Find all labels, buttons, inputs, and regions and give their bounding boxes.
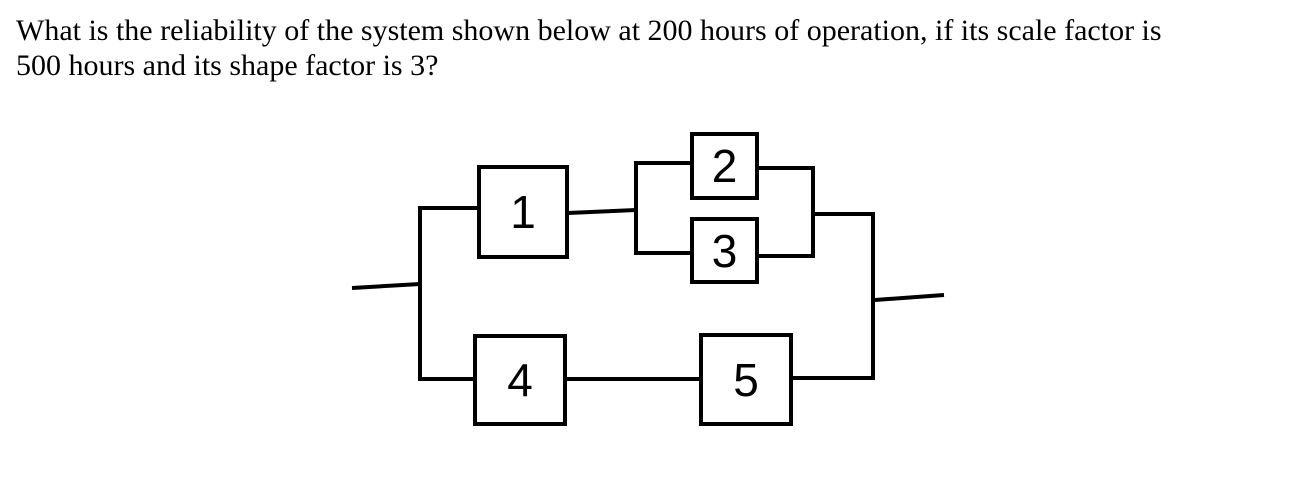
- component-block-2-label: 2: [711, 140, 738, 192]
- component-block-1: 1: [477, 165, 569, 259]
- component-block-1-label: 1: [510, 186, 536, 238]
- block1-to-inner-split-line: [567, 208, 638, 215]
- output-lead-line: [874, 293, 945, 302]
- component-block-4: 4: [473, 334, 567, 426]
- input-lead-line: [351, 282, 421, 290]
- component-block-3-label: 3: [711, 224, 738, 277]
- component-block-3: 3: [690, 217, 759, 284]
- component-block-4-label: 4: [507, 354, 533, 406]
- question-text-line-1: What is the reliability of the system sh…: [16, 14, 1162, 47]
- question-text: What is the reliability of the system sh…: [16, 13, 1286, 83]
- component-block-5: 5: [699, 333, 793, 426]
- component-block-5-label: 5: [733, 353, 759, 406]
- question-text-line-2: 500 hours and its shape factor is 3?: [16, 49, 439, 82]
- component-block-2: 2: [690, 132, 759, 200]
